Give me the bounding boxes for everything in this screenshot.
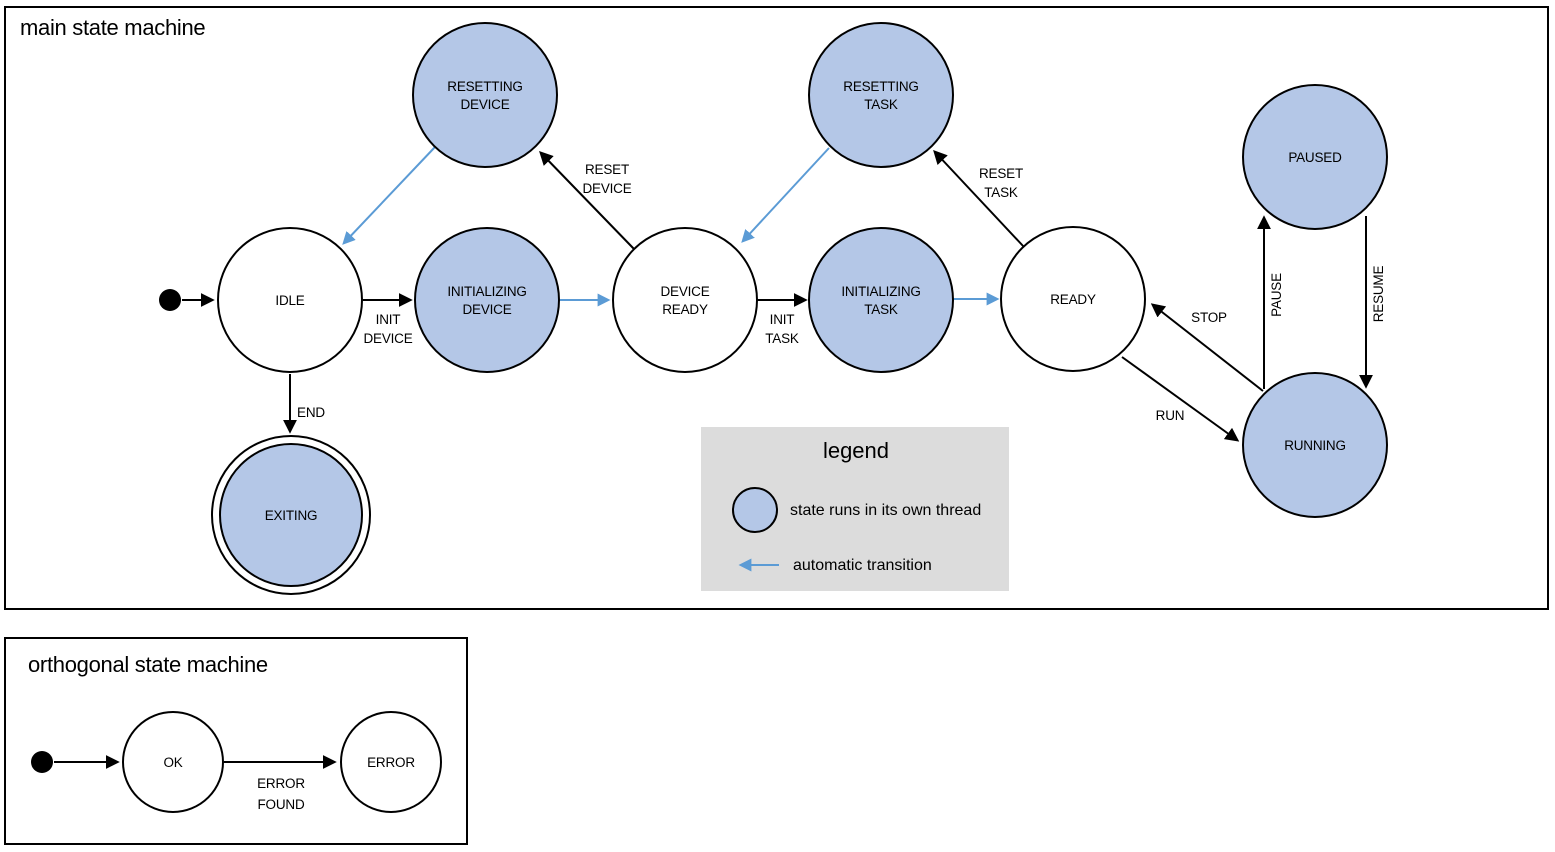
state-initializing-task xyxy=(808,227,954,373)
legend-automatic-label: automatic transition xyxy=(793,557,932,574)
label-init-device-1: INIT xyxy=(376,312,401,327)
transition-device-ready-to-resetting-device xyxy=(539,150,635,250)
state-label-resetting-task-2: TASK xyxy=(864,97,898,112)
state-exiting-inner xyxy=(219,443,363,587)
main-state-machine: main state machine INIT DEVICE RESET DEV… xyxy=(4,6,1549,610)
state-device-ready xyxy=(612,227,758,373)
label-end: END xyxy=(297,405,325,420)
label-pause: PAUSE xyxy=(1269,273,1284,317)
legend-threaded-label: state runs in its own thread xyxy=(790,502,981,519)
state-idle xyxy=(217,227,363,373)
state-label-running: RUNNING xyxy=(1284,438,1346,453)
orthogonal-frame xyxy=(4,637,468,845)
label-reset-device-1: RESET xyxy=(585,162,629,177)
state-label-initializing-task-2: TASK xyxy=(864,302,898,317)
label-run: RUN xyxy=(1156,408,1185,423)
label-resume: RESUME xyxy=(1371,266,1386,323)
state-label-resetting-device-1: RESETTING xyxy=(447,79,522,94)
state-resetting-task xyxy=(808,22,954,168)
state-label-initializing-device-1: INITIALIZING xyxy=(447,284,526,299)
state-label-resetting-task-1: RESETTING xyxy=(843,79,918,94)
state-paused xyxy=(1242,84,1388,230)
state-label-idle: IDLE xyxy=(275,293,304,308)
transition-auto-resetting-task-to-device-ready xyxy=(741,147,830,243)
legend: legend state runs in its own thread auto… xyxy=(701,427,1009,591)
orthogonal-state-machine: orthogonal state machine ERROR FOUND OK … xyxy=(4,637,468,845)
label-error-found-2: FOUND xyxy=(258,797,305,812)
main-frame xyxy=(4,6,1549,610)
state-exiting: EXITING xyxy=(211,435,371,595)
label-init-task-2: TASK xyxy=(765,331,799,346)
label-reset-task-2: TASK xyxy=(984,185,1018,200)
state-label-exiting: EXITING xyxy=(265,508,318,523)
state-initializing-device xyxy=(414,227,560,373)
main-initial-dot xyxy=(159,289,181,311)
label-error-found-1: ERROR xyxy=(257,776,305,791)
state-label-ok: OK xyxy=(163,755,182,770)
main-title: main state machine xyxy=(20,15,205,40)
transition-labels: INIT DEVICE RESET DEVICE INIT TASK RESET… xyxy=(297,162,1386,423)
label-reset-device-2: DEVICE xyxy=(582,181,631,196)
transition-auto-resetting-device-to-idle xyxy=(342,146,436,245)
state-label-device-ready-1: DEVICE xyxy=(660,284,709,299)
state-ready xyxy=(1000,226,1146,372)
state-label-error: ERROR xyxy=(367,755,415,770)
label-stop: STOP xyxy=(1191,310,1227,325)
orthogonal-initial-dot xyxy=(31,751,53,773)
state-label-initializing-device-2: DEVICE xyxy=(462,302,511,317)
state-label-resetting-device-2: DEVICE xyxy=(460,97,509,112)
state-label-paused: PAUSED xyxy=(1288,150,1342,165)
state-error xyxy=(340,711,442,813)
state-running xyxy=(1242,372,1388,518)
label-reset-task-1: RESET xyxy=(979,166,1023,181)
transition-running-to-ready-stop xyxy=(1150,303,1264,392)
state-label-device-ready-2: READY xyxy=(662,302,708,317)
state-resetting-device xyxy=(412,22,558,168)
transition-ready-to-running-run xyxy=(1121,356,1240,442)
state-label-initializing-task-1: INITIALIZING xyxy=(841,284,920,299)
transition-ready-to-resetting-task xyxy=(933,149,1025,248)
state-ok xyxy=(122,711,224,813)
label-init-device-2: DEVICE xyxy=(363,331,412,346)
state-label-ready: READY xyxy=(1050,292,1096,307)
legend-threaded-state-icon xyxy=(732,487,778,533)
label-init-task-1: INIT xyxy=(770,312,795,327)
orthogonal-title: orthogonal state machine xyxy=(28,652,268,677)
legend-title: legend xyxy=(823,438,889,463)
